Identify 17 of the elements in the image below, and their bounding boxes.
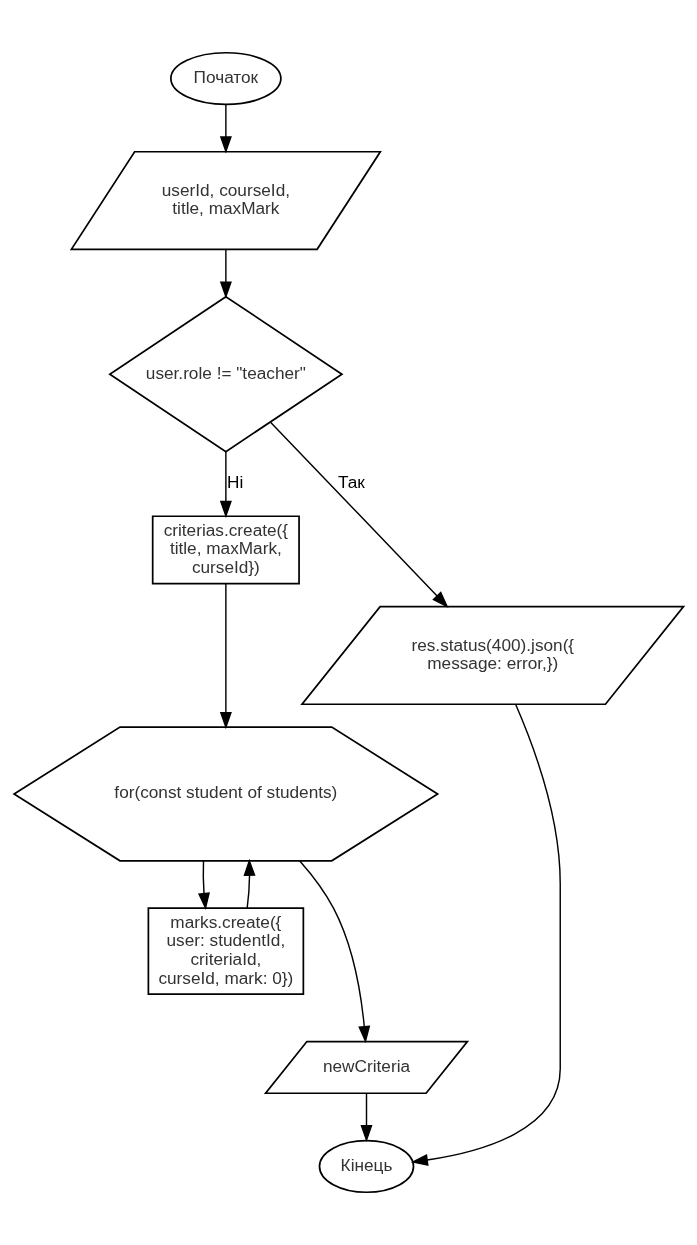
arrow: [299, 860, 371, 1044]
arrow: [269, 421, 449, 608]
node-diamond: user.role != "teacher": [108, 295, 344, 453]
node-box: marks.create({ user: studentId, criteriaId, curseId, mark: 0}): [147, 907, 305, 996]
arrow: [219, 583, 232, 730]
arrow: [219, 451, 232, 519]
arrow: [197, 860, 210, 911]
arrow: [219, 248, 232, 299]
arrow: [360, 1092, 373, 1143]
node-ellipse: Кінець: [318, 1139, 415, 1194]
node-ellipse: Початок: [170, 51, 282, 106]
node-box: criterias.create({ title, maxMark, curseId}): [151, 515, 300, 585]
edge-label: Ні: [227, 472, 244, 493]
edge-label: Так: [338, 472, 365, 493]
arrow: [243, 858, 256, 909]
arrow: [219, 103, 232, 154]
arrow: [410, 703, 561, 1166]
